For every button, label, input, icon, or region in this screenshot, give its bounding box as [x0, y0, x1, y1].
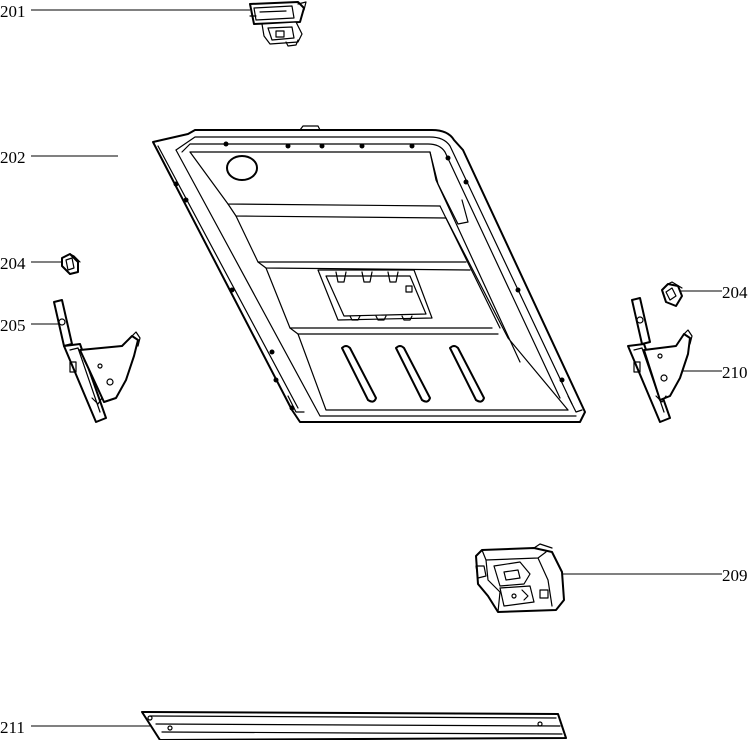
- callout-205: 205: [0, 316, 60, 335]
- part-204-left-clip: [61, 253, 81, 275]
- part-204-right-clip: [661, 281, 683, 307]
- callout-202: 202: [0, 148, 118, 167]
- callout-204-left: 204: [0, 254, 64, 273]
- part-201-switch-module: [249, 1, 307, 47]
- callout-211: 211: [0, 718, 150, 737]
- callout-201-label: 201: [0, 2, 26, 21]
- callout-202-label: 202: [0, 148, 26, 167]
- callout-209: 209: [563, 566, 748, 585]
- callout-204-right: 204: [680, 283, 748, 302]
- callout-204-right-label: 204: [722, 283, 748, 302]
- callout-209-label: 209: [722, 566, 748, 585]
- part-202-inner-door-panel: [152, 125, 586, 423]
- part-209-door-lock: [475, 543, 565, 613]
- part-211-bottom-strip: [141, 711, 567, 740]
- callout-205-label: 205: [0, 316, 26, 335]
- part-205-left-hinge: [53, 299, 141, 423]
- part-210-right-hinge: [627, 297, 693, 423]
- callout-211-label: 211: [0, 718, 25, 737]
- callout-201: 201: [0, 2, 250, 21]
- callout-204-left-label: 204: [0, 254, 26, 273]
- callout-210-label: 210: [722, 363, 748, 382]
